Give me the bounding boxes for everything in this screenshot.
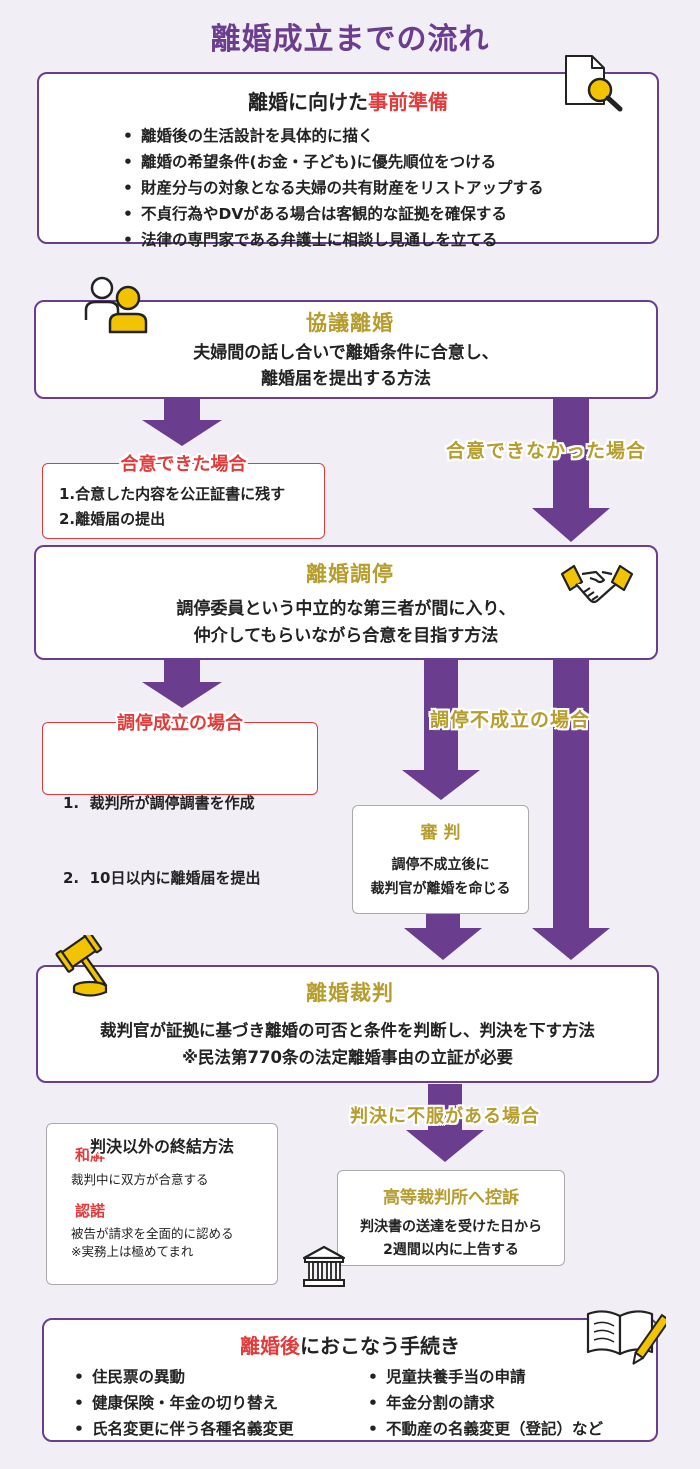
list-item: 不動産の名義変更（登記）など [364, 1416, 603, 1442]
kyogi-agree-label: 合意できた場合 [120, 454, 247, 475]
arrow-chotei-saiban [532, 660, 610, 960]
prep-title: 離婚に向けた事前準備 [39, 86, 657, 115]
chotei-title: 離婚調停 [306, 562, 394, 586]
list-item: 離婚の希望条件(お金・子ども)に優先順位をつける [119, 149, 657, 175]
nindaku-desc1: 被告が請求を全面的に認める [71, 1226, 234, 1241]
document-search-icon [565, 55, 623, 112]
prep-title-highlight: 事前準備 [368, 90, 448, 114]
saiban-line2: ※民法第770条の法定離婚事由の立証が必要 [182, 1048, 513, 1067]
prep-title-prefix: 離婚に向けた [248, 90, 368, 114]
koso-line1: 判決書の送達を受けた日から [360, 1219, 542, 1235]
people-icon [84, 276, 148, 334]
arrow-kyogi-agree [142, 398, 222, 446]
after-box: 離婚後におこなう手続き 住民票の異動 健康保険・年金の切り替え 氏名変更に伴う各… [42, 1318, 658, 1442]
list-item: 1.合意した内容を公正証書に残す [59, 485, 286, 503]
appeal-label: 判決に不服がある場合 [350, 1106, 540, 1127]
wakai-title: 和解 [75, 1146, 106, 1164]
list-item: 氏名変更に伴う各種名義変更 [70, 1416, 294, 1442]
koso-line2: 2週間以内に上告する [383, 1242, 519, 1258]
kyogi-disagree-label: 合意できなかった場合 [445, 440, 646, 462]
chotei-success-box: 1. 裁判所が調停調書を作成 2. 10日以内に離婚届を提出 [42, 722, 318, 887]
shinpan-box: 審 判 調停不成立後に 裁判官が離婚を命じる [352, 805, 529, 914]
other-methods-box: 和解 裁判中に双方が合意する 認諾 被告が請求を全面的に認める ※実務上は極めて… [46, 1123, 278, 1285]
arrow-kyogi-disagree [532, 398, 610, 542]
arrow-chotei-success [142, 660, 222, 708]
chotei-fail-label: 調停不成立の場合 [429, 709, 590, 731]
nindaku-desc2: ※実務上は極めてまれ [71, 1244, 194, 1259]
prep-box: 離婚に向けた事前準備 離婚後の生活設計を具体的に描く 離婚の希望条件(お金・子ど… [37, 72, 659, 253]
shinpan-title: 審 判 [420, 823, 461, 843]
kyogi-agree-box: 1.合意した内容を公正証書に残す 2.離婚届の提出 [42, 463, 325, 539]
after-right-list: 児童扶養手当の申請 年金分割の請求 不動産の名義変更（登記）など [364, 1364, 603, 1442]
chotei-success-label: 調停成立の場合 [117, 713, 243, 734]
chotei-line2: 仲介してもらいながら合意を目指す方法 [193, 626, 499, 646]
wakai-desc: 裁判中に双方が合意する [71, 1172, 209, 1187]
nindaku-title: 認諾 [75, 1202, 106, 1220]
arrow-shinpan-saiban [404, 914, 482, 960]
after-title: 離婚後におこなう手続き [44, 1330, 656, 1359]
gavel-icon [55, 935, 108, 997]
list-item: 1. 裁判所が調停調書を作成 [63, 794, 255, 812]
saiban-title: 離婚裁判 [306, 981, 394, 1005]
kyogi-title: 協議離婚 [306, 311, 394, 335]
prep-list: 離婚後の生活設計を具体的に描く 離婚の希望条件(お金・子ども)に優先順位をつける… [119, 123, 657, 253]
list-item: 住民票の異動 [70, 1364, 294, 1390]
list-item: 年金分割の請求 [364, 1390, 603, 1416]
courthouse-icon [302, 1245, 346, 1287]
shinpan-line1: 調停不成立後に [391, 857, 490, 873]
list-item: 健康保険・年金の切り替え [70, 1390, 294, 1416]
list-item: 法律の専門家である弁護士に相談し見通しを立てる [119, 227, 657, 253]
other-methods-title: 判決以外の終結方法 [89, 1137, 234, 1156]
koso-box: 高等裁判所へ控訴 判決書の送達を受けた日から 2週間以内に上告する [337, 1170, 565, 1266]
page-title: 離婚成立までの流れ [210, 22, 490, 57]
after-left-list: 住民票の異動 健康保険・年金の切り替え 氏名変更に伴う各種名義変更 [70, 1364, 294, 1442]
handshake-icon [560, 564, 634, 604]
shinpan-line2: 裁判官が離婚を命じる [370, 881, 511, 897]
arrow-saiban-koso [406, 1084, 484, 1162]
list-item: 児童扶養手当の申請 [364, 1364, 603, 1390]
koso-title: 高等裁判所へ控訴 [383, 1188, 519, 1208]
after-title-highlight: 離婚後 [240, 1334, 300, 1358]
saiban-line1: 裁判官が証拠に基づき離婚の可否と条件を判断し、判決を下す方法 [100, 1021, 595, 1040]
list-item: 財産分与の対象となる夫婦の共有財産をリストアップする [119, 175, 657, 201]
chotei-box: 調停委員という中立的な第三者が間に入り、 仲介してもらいながら合意を目指す方法 [34, 545, 658, 660]
chotei-line1: 調停委員という中立的な第三者が間に入り、 [176, 599, 516, 619]
arrow-chotei-shinpan [402, 660, 480, 800]
notebook-pen-icon [586, 1310, 666, 1365]
list-item: 不貞行為やDVがある場合は客観的な証拠を確保する [119, 201, 657, 227]
kyogi-line1: 夫婦間の話し合いで離婚条件に合意し、 [193, 343, 499, 363]
list-item: 2.離婚届の提出 [59, 510, 166, 528]
list-item: 離婚後の生活設計を具体的に描く [119, 123, 657, 149]
list-item: 2. 10日以内に離婚届を提出 [63, 869, 261, 887]
kyogi-line2: 離婚届を提出する方法 [261, 369, 431, 389]
saiban-box: 裁判官が証拠に基づき離婚の可否と条件を判断し、判決を下す方法 ※民法第770条の… [36, 965, 659, 1083]
after-title-suffix: におこなう手続き [300, 1334, 460, 1358]
